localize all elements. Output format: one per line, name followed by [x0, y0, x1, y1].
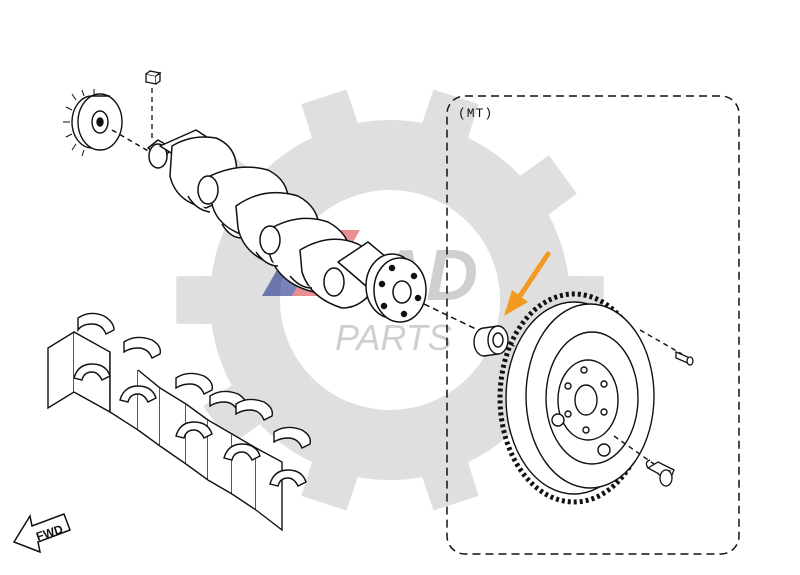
crankshaft-timing-sprocket [63, 89, 123, 157]
flywheel-bolt [645, 459, 675, 487]
fwd-arrow-icon: FWD [12, 513, 71, 554]
sprocket-key [145, 70, 162, 142]
watermark-gear-icon [176, 89, 604, 511]
flywheel-dowel-pin [675, 351, 694, 366]
crankshaft [111, 129, 479, 331]
flywheel [497, 291, 683, 505]
highlight-arrow-icon [504, 251, 551, 316]
pilot-bearing [473, 325, 539, 359]
mt-group-label: (MT) [458, 106, 494, 121]
main-bearing-shells [47, 312, 312, 532]
watermark-brand-bottom: PARTS [335, 317, 452, 358]
mt-group-boundary [446, 95, 740, 555]
